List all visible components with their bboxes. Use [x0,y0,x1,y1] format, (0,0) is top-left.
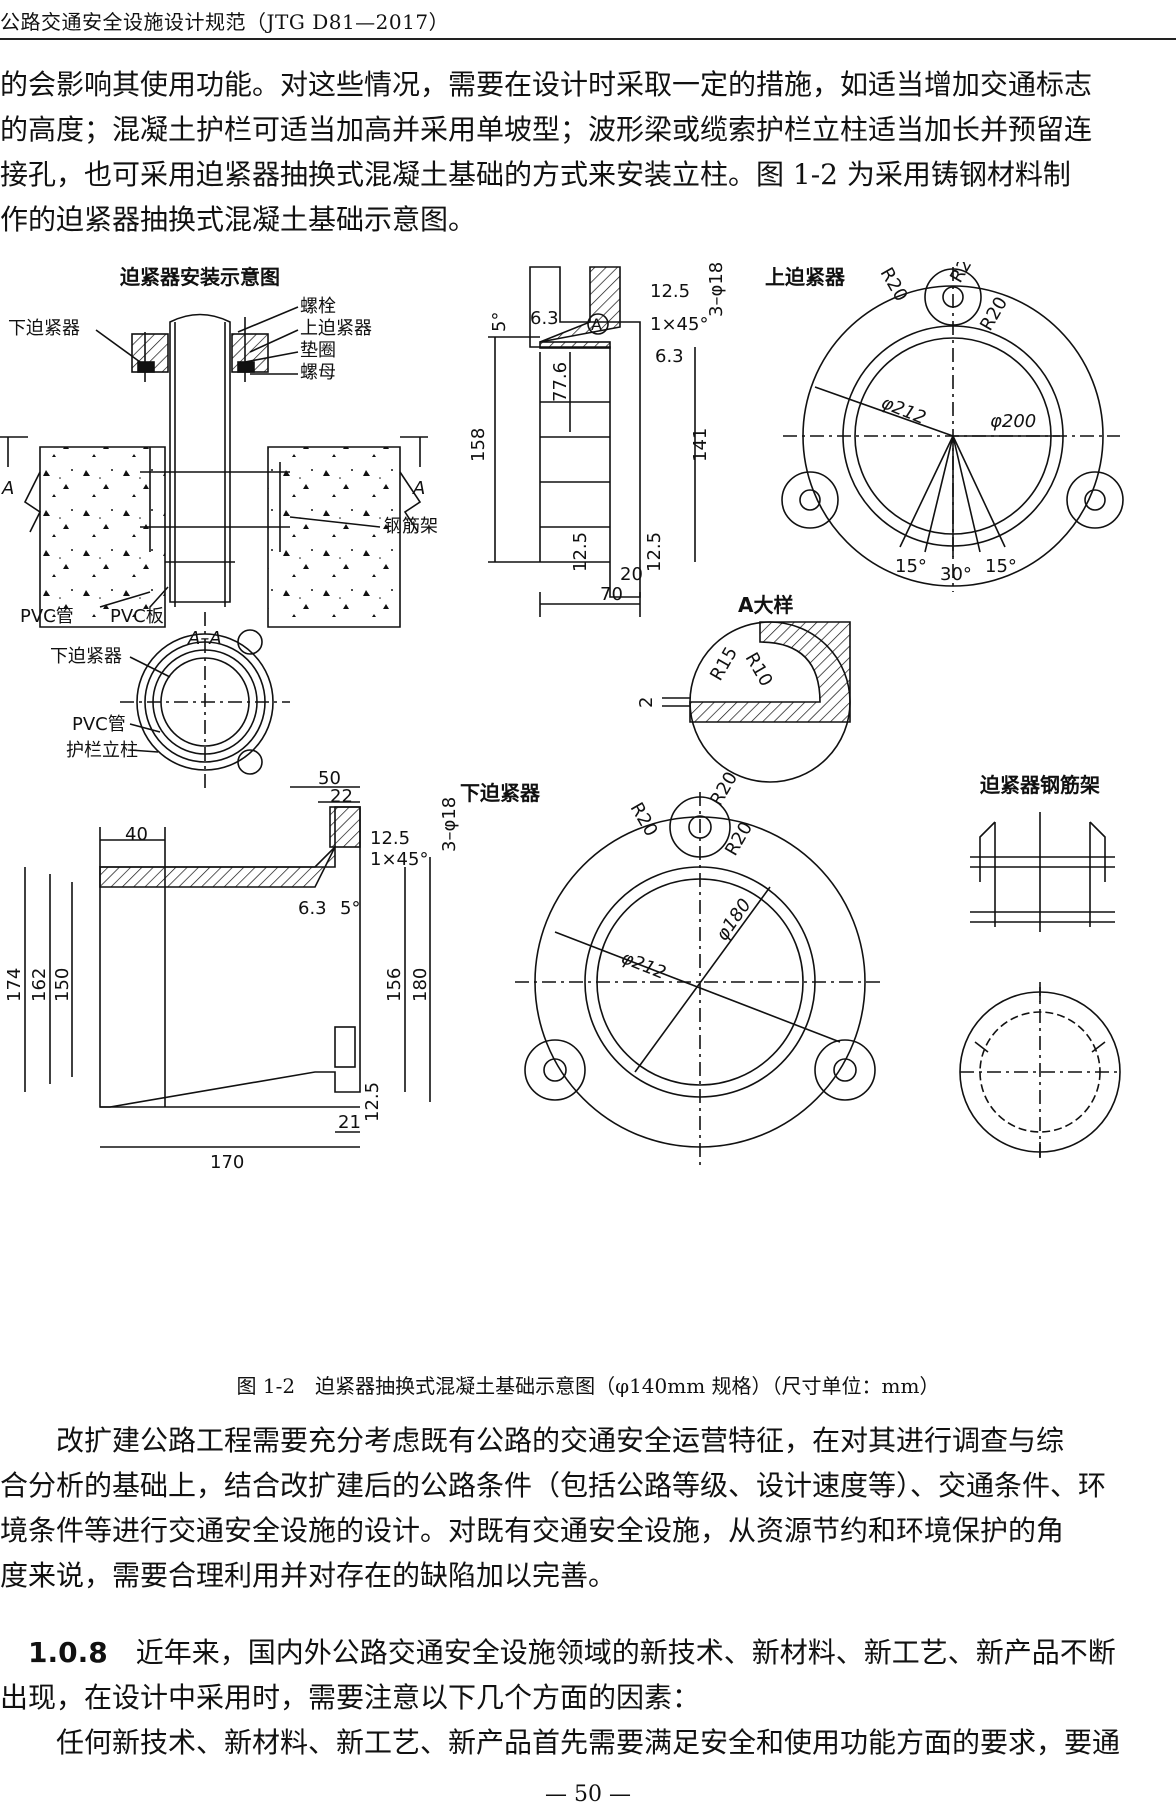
text-line: 境条件等进行交通安全设施的设计。对既有交通安全设施，从资源节约和环境保护的角 [0,1514,1065,1547]
figure-caption: 图 1-2 迫紧器抽换式混凝土基础示意图（φ140mm 规格）（尺寸单位：mm） [236,1374,940,1398]
text-line: 出现，在设计中采用时，需要注意以下几个方面的因素： [0,1681,701,1714]
dim-174: 174 [4,968,25,1002]
dim-phi180: φ180 [712,895,756,945]
label-upper-clamp: 上迫紧器 [300,318,372,339]
dim-chamfer-lower: 1×45° [370,849,428,870]
dim-12-5c: 12.5 [644,532,665,572]
upper-clamp-plan: 上迫紧器 φ212 φ200 R20 R20 R20 15° 30° 15° [765,262,1124,592]
detail-title: A大样 [738,593,793,617]
upper-clamp-section: A 158 141 77.6 70 20 12.5 12.5 12.5 1×45… [468,262,727,617]
dim-r20b: R20 [876,264,912,305]
dim-21: 21 [338,1112,361,1133]
text-line: 接孔，也可采用迫紧器抽换式混凝土基础的方式来安装立柱。图 1-2 为采用铸钢材料… [0,158,1071,191]
header-rule [0,38,1176,40]
label-nut: 螺母 [300,362,336,383]
upper-title: 上迫紧器 [765,265,846,289]
dim-40: 40 [125,824,148,845]
text-line: 任何新技术、新材料、新工艺、新产品首先需要满足安全和使用功能方面的要求，要通 [0,1726,1121,1759]
dim-5deg-lower: 5° [340,898,360,919]
text-line: 的高度；混凝土护栏可适当加高并采用单坡型；波形梁或缆索护栏立柱适当加长并预留连 [0,113,1093,146]
aa-label-pvc: PVC管 [72,714,126,735]
text-line: 的会影响其使用功能。对这些情况，需要在设计时采取一定的措施，如适当增加交通标志 [0,68,1093,101]
rebar-cage: 迫紧器钢筋架 [959,773,1121,1162]
dim-holes-lower: 3–φ18 [439,797,460,852]
section-first-line: 近年来，国内外公路交通安全设施领域的新技术、新材料、新工艺、新产品不断 [107,1636,1116,1669]
install-title: 迫紧器安装示意图 [119,265,280,289]
dim-141: 141 [690,428,711,462]
dim-22: 22 [330,786,353,807]
lower-clamp-section: 下迫紧器 40 50 22 12.5 1×45° 3–φ18 6.3 5° 17… [4,768,541,1173]
dim-12-5: 12.5 [650,281,690,302]
section-label: A–A [187,628,222,649]
label-bolt: 螺栓 [300,296,336,317]
dim-chamfer: 1×45° [650,314,708,335]
dim-70: 70 [600,584,623,605]
dim-50: 50 [318,768,341,789]
dim-6-3a: 6.3 [530,308,559,329]
dim-12-5b-lower: 12.5 [362,1082,383,1122]
intro-paragraph: 的会影响其使用功能。对这些情况，需要在设计时采取一定的措施，如适当增加交通标志 … [0,62,1166,242]
dim-6-3-lower: 6.3 [298,898,327,919]
label-pvc-board: PVC板 [110,606,164,627]
page-number: — 50 — [545,1782,631,1807]
lower-title: 下迫紧器 [460,781,541,805]
dim-156: 156 [384,968,405,1002]
paragraph-renovation: 改扩建公路工程需要充分考虑既有公路的交通安全运营特征，在对其进行调查与综 合分析… [0,1418,1166,1598]
figure-1-2: 迫紧器安装示意图 A A 螺栓 [0,262,1176,1372]
label-pvc-pipe: PVC管 [20,606,74,627]
marker-a: A [591,315,602,334]
dim-180: 180 [410,968,431,1002]
dim-2: 2 [636,697,657,708]
dim-r20b-lower: R20 [626,799,662,840]
aa-label-post: 护栏立柱 [66,740,138,761]
label-lower-clamp: 下迫紧器 [8,318,80,339]
dim-30: 30° [940,564,972,585]
dim-12-5-lower: 12.5 [370,828,410,849]
text-line: 1.0.8 近年来，国内外公路交通安全设施领域的新技术、新材料、新工艺、新产品不… [0,1630,1166,1675]
dim-15b: 15° [985,556,1017,577]
dim-150: 150 [52,968,73,1002]
text-line: 度来说，需要合理利用并对存在的缺陷加以完善。 [0,1559,617,1592]
dim-170: 170 [210,1152,244,1173]
text-line: 合分析的基础上，结合改扩建后的公路条件（包括公路等级、设计速度等）、交通条件、环 [0,1469,1107,1502]
dim-12-5b: 12.5 [570,532,591,572]
running-header: 公路交通安全设施设计规范（JTG D81—2017） [0,10,450,34]
lower-clamp-plan: φ212 φ180 R20 R20 R20 [515,768,885,1167]
section-mark-right: A [412,478,425,499]
section-1-0-8: 1.0.8 近年来，国内外公路交通安全设施领域的新技术、新材料、新工艺、新产品不… [0,1630,1166,1765]
dim-158: 158 [468,428,489,462]
dim-r15: R15 [706,643,742,684]
dim-holes: 3–φ18 [706,262,727,317]
dim-5deg: 5° [489,312,510,332]
rebar-title: 迫紧器钢筋架 [979,773,1100,797]
text-line: 作的迫紧器抽换式混凝土基础示意图。 [0,203,477,236]
section-number: 1.0.8 [28,1636,108,1669]
dim-77-6: 77.6 [550,362,571,402]
dim-20: 20 [620,564,643,585]
dim-phi212: φ212 [878,392,929,429]
label-rebar-cage: 钢筋架 [384,516,438,537]
dim-phi200: φ200 [990,411,1036,432]
section-mark-left: A [1,478,14,499]
dim-162: 162 [29,968,50,1002]
dim-15a: 15° [895,556,927,577]
section-aa: 下迫紧器 PVC管 护栏立柱 [50,612,290,792]
aa-label-lower-clamp: 下迫紧器 [50,646,122,667]
dim-6-3b: 6.3 [655,346,684,367]
dim-phi212-lower: φ212 [618,947,669,984]
detail-a: A大样 2 R15 R10 [636,593,851,783]
label-washer: 垫圈 [300,340,336,361]
text-line: 改扩建公路工程需要充分考虑既有公路的交通安全运营特征，在对其进行调查与综 [0,1424,1065,1457]
dim-r10: R10 [741,649,777,690]
install-diagram: 迫紧器安装示意图 A A 螺栓 [0,265,438,649]
